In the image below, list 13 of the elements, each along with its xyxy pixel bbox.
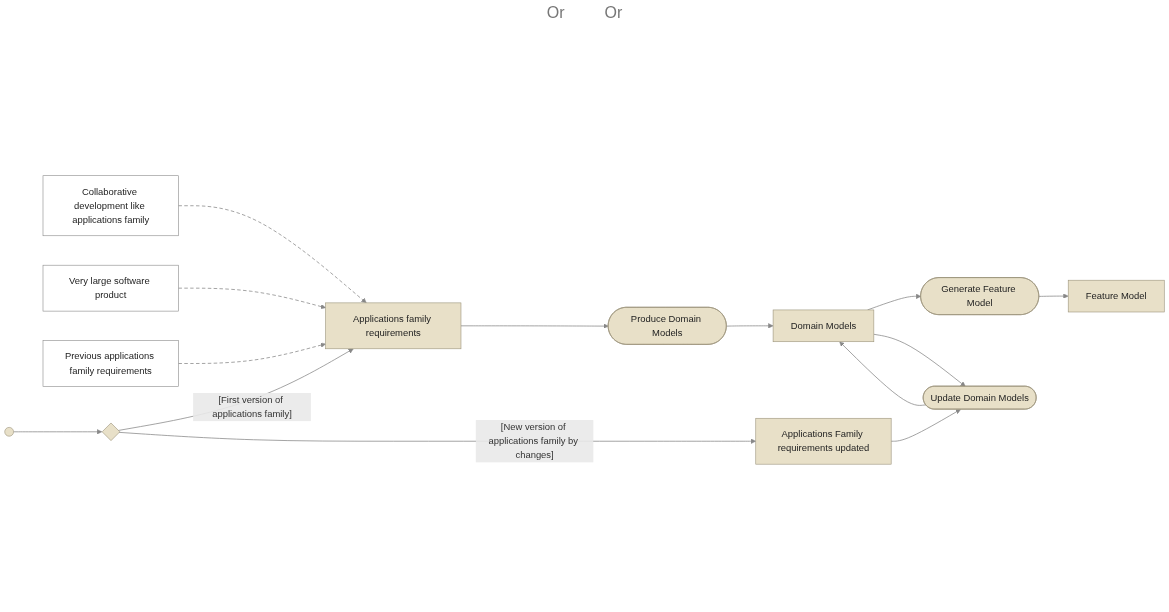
node-box: Feature Model <box>1067 279 1165 313</box>
node-diamond <box>101 422 121 441</box>
note-text: Or <box>546 4 565 23</box>
node-box: Collaborative development like applications family <box>42 175 179 237</box>
edge-label: [New version of applications family by changes] <box>488 421 579 461</box>
node-box: Very large software product <box>42 264 179 312</box>
node-box: Applications family requirements <box>325 302 462 350</box>
node-box: Applications Family requirements updated <box>755 418 892 465</box>
note-text: Or <box>604 4 623 23</box>
node-box: Domain Models <box>772 309 875 343</box>
node-box: Previous applications family requirements <box>42 340 179 387</box>
edge-label: [First version of applications family] <box>212 394 292 419</box>
node-circle <box>4 427 14 437</box>
